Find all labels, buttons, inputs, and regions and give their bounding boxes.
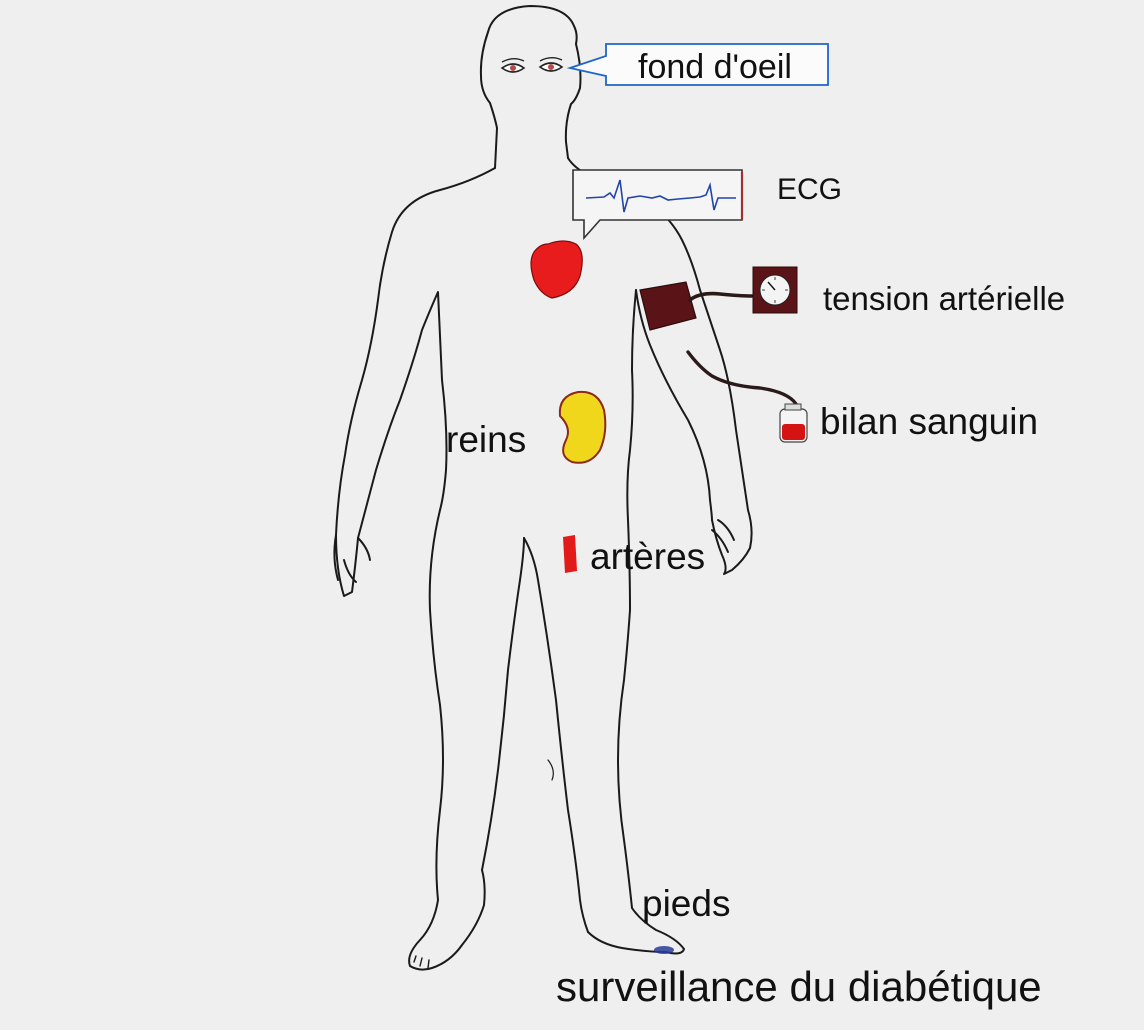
left-leg-inner [481, 537, 525, 871]
label-kidneys: reins [446, 419, 527, 460]
blood-vial-icon [779, 403, 808, 443]
hair [487, 5, 578, 45]
right-leg-inner [523, 537, 589, 933]
toe-mark [654, 946, 674, 954]
label-arteries: artères [590, 536, 706, 577]
label-ecg: ECG [777, 173, 843, 206]
right-leg-outer [617, 289, 637, 909]
left-leg-outer [408, 509, 486, 971]
blood-tube [686, 350, 799, 416]
left-hand [333, 534, 371, 583]
left-arm-outer [335, 167, 496, 597]
blood-pressure-cuff-icon [639, 281, 754, 331]
ecg-monitor-icon [572, 169, 744, 241]
label-blood-pressure: tension artérielle [823, 280, 1066, 317]
heart-icon [530, 240, 583, 299]
eyes-icon [500, 57, 564, 73]
left-foot-toes [413, 955, 430, 969]
knee-hint [547, 759, 554, 781]
ecg-trace [585, 179, 736, 213]
label-blood-test: bilan sanguin [820, 401, 1039, 442]
body-outline [333, 5, 753, 971]
diagram-title: surveillance du diabétique [556, 963, 1042, 1010]
right-foot [587, 907, 685, 955]
label-feet: pieds [642, 883, 731, 924]
right-hand-fingers [711, 519, 735, 553]
head-right [564, 43, 582, 159]
label-eye-exam: fond d'oeil [638, 48, 792, 86]
eye-callout [566, 43, 829, 86]
right-torso [635, 289, 713, 521]
manometer-icon [752, 266, 798, 314]
artery-icon [563, 535, 577, 573]
kidney-icon [558, 390, 607, 464]
head-left [479, 31, 498, 169]
left-arm-inner [357, 291, 448, 539]
